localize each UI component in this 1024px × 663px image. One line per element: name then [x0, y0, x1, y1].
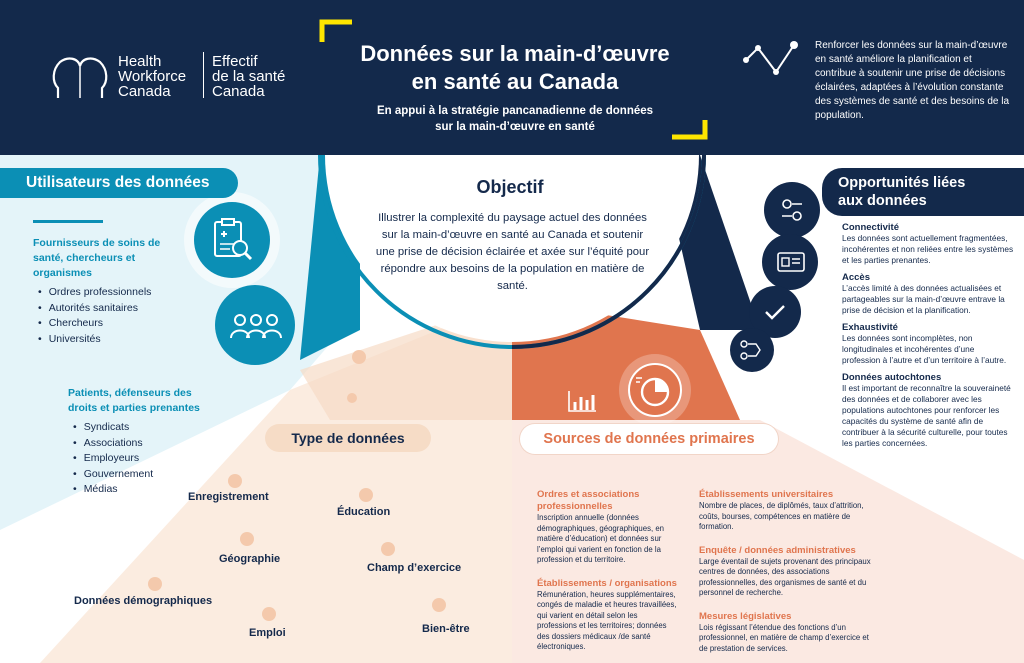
list-item: Gouvernement [73, 467, 213, 483]
opportunities-title-line-2: aux données [838, 193, 927, 209]
opportunity-text: L’accès limité à des données actualisées… [842, 283, 1005, 315]
opportunity-heading: Exhaustivité [842, 322, 898, 333]
logo-fr-line-1: Effectif [212, 53, 258, 70]
data-type-wellbeing: Bien-être [422, 623, 470, 635]
opportunities-title-line-1: Opportunités liées [838, 175, 966, 191]
logo-en-line-1: Health [118, 53, 162, 70]
logo-en-line-3: Canada [118, 83, 171, 100]
opportunity-item: Données autochtones Il est important de … [842, 372, 1014, 449]
list-item: Syndicats [73, 420, 213, 436]
flow-arrows-icon [740, 340, 761, 360]
data-type-demographics: Données démographiques [74, 595, 213, 607]
decorative-dot [381, 542, 395, 556]
list-item: Employeurs [73, 451, 213, 467]
header-note: Renforcer les données sur la main-d’œuvr… [815, 40, 1010, 121]
data-type-employment: Emploi [249, 627, 286, 639]
logo-en-line-2: Workforce [118, 68, 187, 85]
opportunity-text: Les données sont incomplètes, non longit… [842, 333, 1007, 365]
page-subtitle-line-2: sur la main-d’œuvre en santé [435, 121, 595, 133]
source-heading: Établissements universitaires [699, 489, 834, 500]
bar-chart-icon [568, 391, 596, 412]
opportunity-heading: Connectivité [842, 222, 900, 233]
opportunity-item: Accès L’accès limité à des données actua… [842, 272, 1014, 316]
source-heading: Ordres et associations professionnelles [537, 489, 640, 512]
users-group-1-list: Ordres professionnels Autorités sanitair… [38, 285, 198, 347]
source-text: Lois régissant l’étendue des fonctions d… [699, 622, 869, 653]
people-group-icon [230, 314, 282, 339]
decorative-dot [432, 598, 446, 612]
source-heading: Enquête / données administratives [699, 544, 856, 556]
source-heading: Établissements / organisations [537, 577, 677, 589]
opportunity-item: Exhaustivité Les données sont incomplète… [842, 322, 1014, 366]
users-section-title: Utilisateurs des données [0, 168, 238, 198]
objective-text: Illustrer la complexité du paysage actue… [375, 212, 650, 292]
data-type-scope-of-practice: Champ d’exercice [367, 562, 462, 574]
sources-column-right: Établissements universitaires Nombre de … [699, 489, 871, 654]
users-divider [33, 220, 103, 223]
list-item: Autorités sanitaires [38, 301, 198, 317]
page-title-line-2: en santé au Canada [411, 69, 619, 94]
opportunities-section-title: Opportunités liées aux données [822, 168, 1024, 216]
logo-heads-icon [52, 57, 108, 98]
clipboard-search-icon [214, 218, 253, 261]
decorative-dot [228, 474, 242, 488]
page-subtitle-line-1: En appui à la stratégie pancanadienne de… [376, 105, 654, 117]
data-type-education: Éducation [337, 506, 391, 518]
list-item: Ordres professionnels [38, 285, 198, 301]
people-network-icon [782, 199, 802, 221]
sources-column-left: Ordres et associations professionnelles … [537, 489, 677, 653]
sources-section-title: Sources de données primaires [520, 424, 778, 454]
decorative-dot [240, 532, 254, 546]
users-group-2-list: Syndicats Associations Employeurs Gouver… [73, 420, 213, 498]
source-text: Rémunération, heures supplémentaires, co… [537, 589, 677, 652]
opportunity-heading: Accès [842, 272, 870, 283]
checkmark-icon [765, 305, 785, 320]
decorative-dot [262, 607, 276, 621]
decorative-dot [148, 577, 162, 591]
decorative-dot [359, 488, 373, 502]
opportunity-text: Il est important de reconnaître la souve… [842, 383, 1011, 448]
logo-fr-line-3: Canada [212, 83, 265, 100]
id-card-icon [777, 252, 805, 272]
decorative-dot [347, 393, 357, 403]
users-group-1-title: Fournisseurs de soins de santé, chercheu… [33, 237, 161, 279]
list-item: Associations [73, 436, 213, 452]
page-title-line-1: Données sur la main-d’œuvre [360, 41, 670, 66]
page-subtitle: En appui à la stratégie pancanadienne de… [350, 103, 680, 135]
objective-title: Objectif [476, 177, 544, 197]
decorative-dot [352, 350, 366, 364]
users-group-2-title: Patients, défenseurs des droits et parti… [68, 387, 200, 414]
source-heading: Mesures législatives [699, 610, 792, 622]
list-item: Chercheurs [38, 316, 198, 332]
logo-fr-line-2: de la santé [212, 68, 286, 85]
opportunity-item: Connectivité Les données sont actuelleme… [842, 222, 1014, 266]
data-type-registration: Enregistrement [188, 491, 269, 503]
opportunity-heading: Données autochtones [842, 372, 942, 383]
opportunity-list: Connectivité Les données sont actuelleme… [842, 222, 1014, 449]
opportunity-text: Les données sont actuellement fragmentée… [842, 233, 1014, 265]
source-text: Nombre de places, de diplômés, taux d’at… [699, 501, 864, 531]
data-type-geography: Géographie [219, 553, 281, 565]
source-text: Large éventail de sujets provenant des p… [699, 556, 871, 598]
page-title: Données sur la main-d’œuvre en santé au … [330, 40, 700, 96]
types-section-title: Type de données [265, 424, 431, 452]
pie-chart-icon [636, 377, 670, 407]
source-text: Inscription annuelle (données démographi… [537, 513, 665, 564]
list-item: Universités [38, 332, 198, 348]
list-item: Médias [73, 482, 213, 498]
